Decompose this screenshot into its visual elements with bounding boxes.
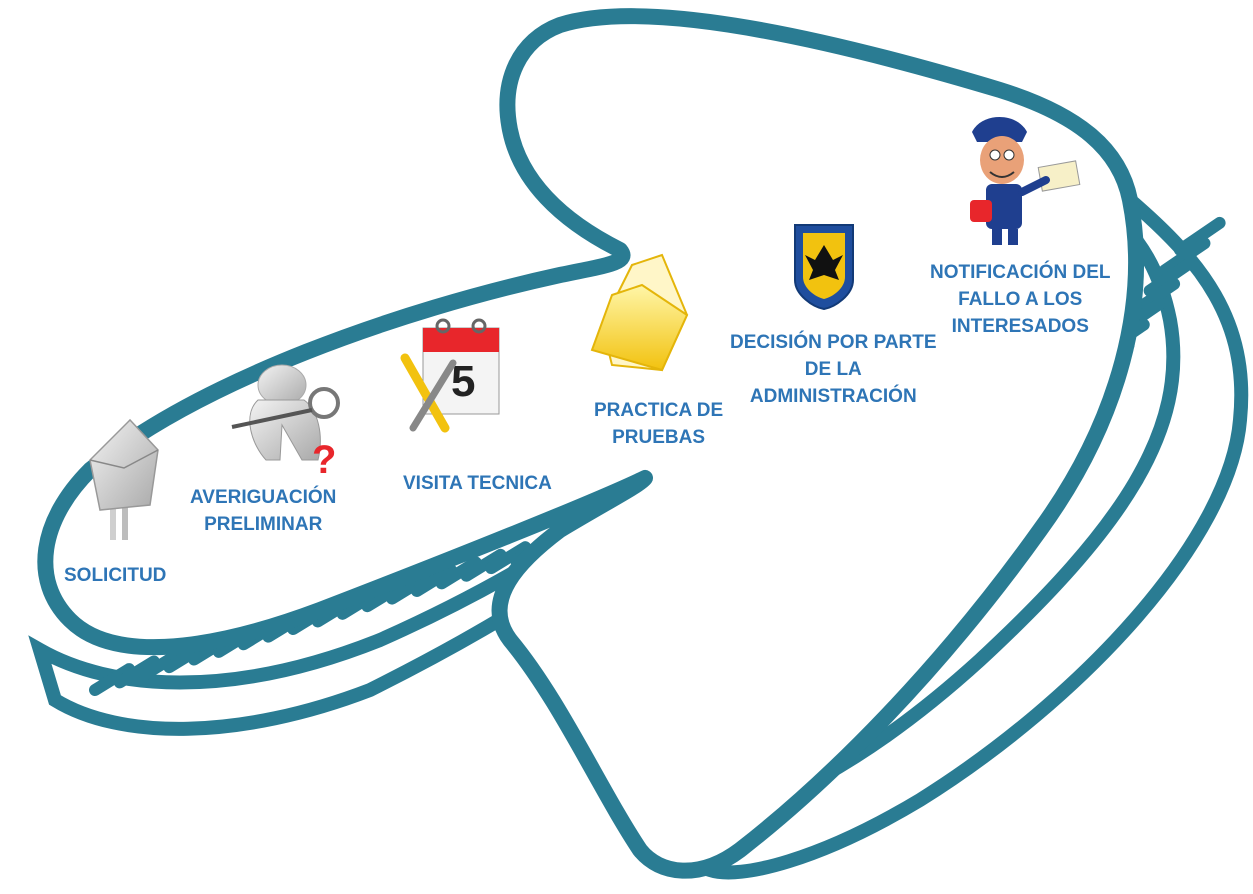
label-line: PRUEBAS: [612, 427, 706, 448]
step-label-solicitud: SOLICITUD: [64, 562, 166, 589]
hatch-stroke: [485, 541, 532, 575]
step-label-decision: DECISIÓN POR PARTE DE LA ADMINISTRACIÓN: [730, 329, 937, 410]
calendar-tools-icon: 5: [400, 318, 500, 433]
label-line: AVERIGUACIÓN: [190, 487, 337, 508]
hatch-stroke: [410, 564, 458, 597]
label-line: NOTIFICACIÓN DEL: [930, 262, 1111, 283]
hatch-stroke: [89, 663, 136, 696]
ribbon-outline: [37, 8, 1144, 879]
hatch-stroke: [435, 556, 482, 590]
step-label-notificacion: NOTIFICACIÓN DEL FALLO A LOS INTERESADOS: [930, 259, 1111, 340]
hatch-stroke: [1143, 257, 1196, 297]
mail-carrier-icon: [970, 117, 1081, 245]
hatch-stroke: [1174, 216, 1226, 256]
hatch-stroke: [460, 548, 507, 582]
envelope-mailbox-icon: [89, 418, 159, 540]
folder-icon: [590, 253, 689, 372]
hatch-stroke: [113, 655, 160, 689]
hatch-stroke: [1158, 237, 1211, 277]
coat-of-arms-icon: [794, 224, 854, 311]
label-line: DECISIÓN POR PARTE: [730, 332, 937, 353]
svg-text:?: ?: [312, 438, 336, 482]
hatch-stroke: [386, 571, 433, 605]
label-line: VISITA TECNICA: [403, 473, 552, 494]
hatch-stroke: [138, 647, 185, 681]
label-line: DE LA: [804, 359, 862, 380]
label-line: PRACTICA DE: [594, 400, 724, 421]
label-line: SOLICITUD: [64, 565, 167, 586]
label-line: INTERESADOS: [951, 316, 1089, 337]
label-line: FALLO A LOS: [958, 289, 1083, 310]
step-label-visita: VISITA TECNICA: [403, 470, 552, 497]
label-line: ADMINISTRACIÓN: [749, 386, 917, 407]
magnifier-person-question-icon: ?: [231, 364, 340, 482]
step-label-averiguacion: AVERIGUACIÓN PRELIMINAR: [190, 484, 336, 538]
step-label-pruebas: PRACTICA DE PRUEBAS: [594, 397, 723, 451]
label-line: PRELIMINAR: [204, 514, 323, 535]
